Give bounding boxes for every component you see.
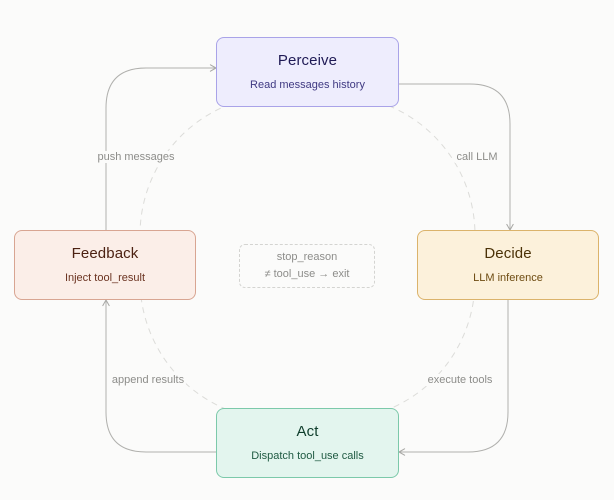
exit-condition-line1: stop_reason	[276, 251, 338, 263]
node-feedback-title: Feedback	[71, 245, 139, 262]
connector-act-to-feedback	[102, 299, 216, 453]
edge-label-append-results: append results	[109, 374, 187, 386]
connector-perceive-to-decide	[399, 83, 514, 231]
exit-condition-line2: ≠ tool_use → exit	[264, 268, 350, 280]
node-act: Act Dispatch tool_use calls	[216, 408, 399, 478]
node-perceive: Perceive Read messages history	[216, 37, 399, 107]
node-feedback: Feedback Inject tool_result	[14, 230, 196, 300]
node-decide: Decide LLM inference	[417, 230, 599, 300]
connector-feedback-to-perceive	[105, 64, 217, 230]
node-perceive-title: Perceive	[277, 52, 338, 69]
node-act-title: Act	[296, 423, 319, 440]
node-decide-title: Decide	[484, 245, 532, 262]
exit-condition-note: stop_reason ≠ tool_use → exit	[239, 244, 375, 288]
connector-decide-to-act	[398, 300, 509, 456]
node-act-subtitle: Dispatch tool_use calls	[251, 450, 364, 462]
node-decide-subtitle: LLM inference	[473, 272, 543, 284]
edge-label-call-llm: call LLM	[454, 151, 500, 163]
edge-label-push-messages: push messages	[95, 151, 177, 163]
edge-label-execute-tools: execute tools	[425, 374, 495, 386]
node-perceive-subtitle: Read messages history	[250, 79, 365, 91]
node-feedback-subtitle: Inject tool_result	[64, 272, 146, 284]
